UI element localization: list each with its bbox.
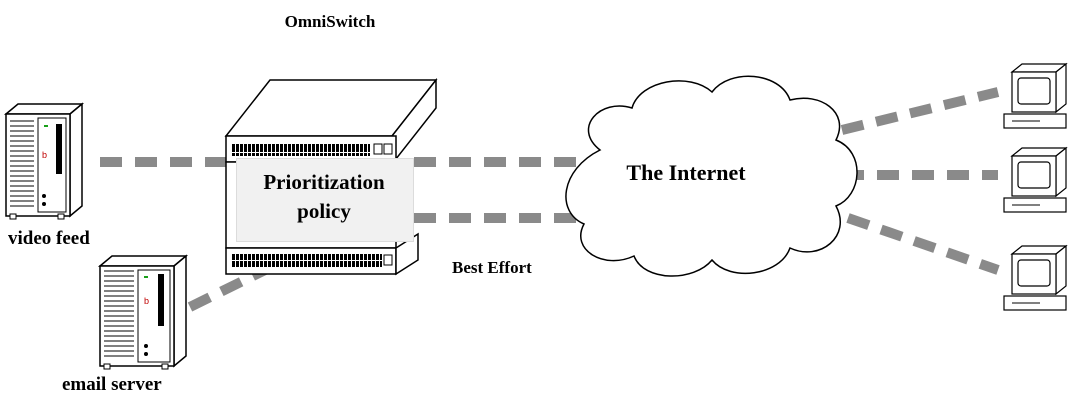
internet-link-bottom: [846, 213, 1000, 275]
prioritization-policy-box: [236, 158, 414, 242]
svg-text:b: b: [144, 296, 149, 306]
workstation-bottom-icon: [1003, 244, 1068, 311]
omniswitch-label: OmniSwitch: [284, 12, 376, 31]
workstation-middle-icon: [1003, 146, 1068, 213]
prioritization-policy-label: Prioritization policy: [263, 170, 385, 223]
best-effort-label: Best Effort: [452, 258, 532, 277]
video-feed-server-icon: b: [3, 102, 85, 220]
internet-link-top: [840, 87, 1000, 135]
email-server-label: email server: [62, 374, 162, 395]
svg-text:b: b: [42, 150, 47, 160]
internet-label: The Internet: [626, 160, 746, 185]
email-server-icon: b: [97, 254, 189, 370]
video-feed-label: video feed: [8, 228, 90, 249]
internet-cloud-icon: [565, 75, 858, 277]
workstation-top-icon: [1003, 62, 1068, 129]
